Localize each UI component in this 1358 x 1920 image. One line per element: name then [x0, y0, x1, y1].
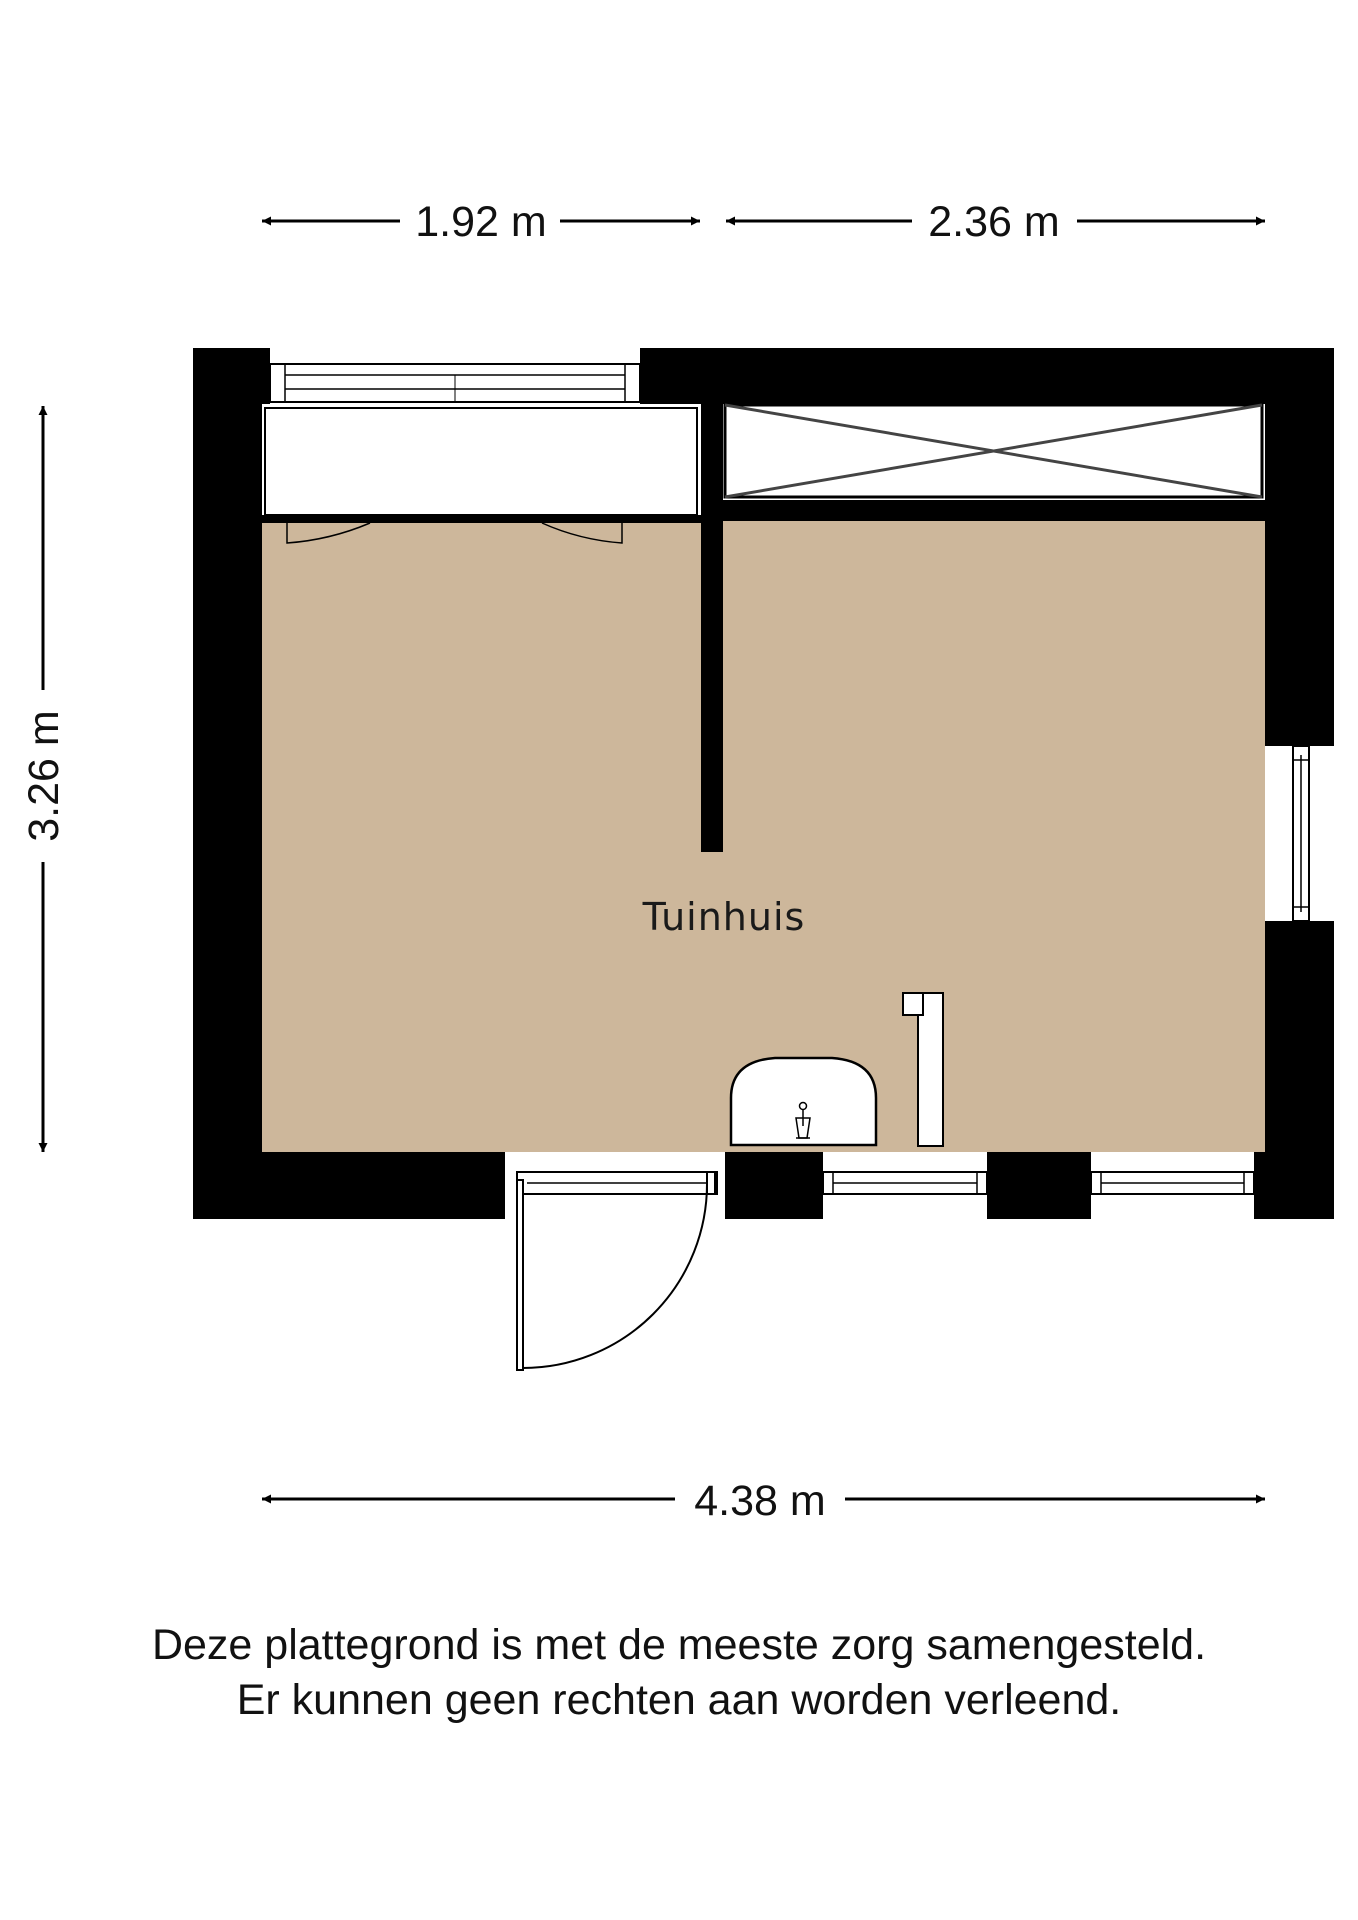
disclaimer-line-2: Er kunnen geen rechten aan worden verlee… [236, 1676, 1122, 1724]
dimension-label-top-left: 1.92 m [415, 198, 546, 246]
cabinet-doors [286, 522, 623, 544]
window-top [269, 363, 641, 403]
counter-shelf [902, 992, 944, 1147]
dimension-top-left: 1.92 m [262, 198, 700, 246]
dimension-top-right: 2.36 m [726, 198, 1265, 246]
window-bottom-right [1090, 1171, 1255, 1195]
disclaimer-line-1: Deze plattegrond is met de meeste zorg s… [151, 1621, 1207, 1669]
floor-area [262, 520, 1265, 1152]
window-bottom-middle [822, 1171, 988, 1195]
dimension-label-left: 3.26 m [20, 710, 68, 841]
dimension-label-bottom: 4.38 m [694, 1477, 825, 1525]
walls [193, 348, 1334, 1219]
entrance-door [516, 1171, 718, 1371]
storage-cabinet-left [264, 407, 698, 516]
dimension-label-top-right: 2.36 m [928, 198, 1059, 246]
window-right [1292, 745, 1310, 922]
disclaimer: Deze plattegrond is met de meeste zorg s… [0, 1618, 1358, 1728]
dimension-bottom: 4.38 m [262, 1477, 1265, 1525]
faucet-icon [795, 1101, 811, 1139]
sink [729, 1056, 878, 1147]
room-label: Tuinhuis [642, 895, 806, 939]
dimension-left: 3.26 m [20, 406, 68, 1152]
storage-unit-right [723, 403, 1264, 499]
